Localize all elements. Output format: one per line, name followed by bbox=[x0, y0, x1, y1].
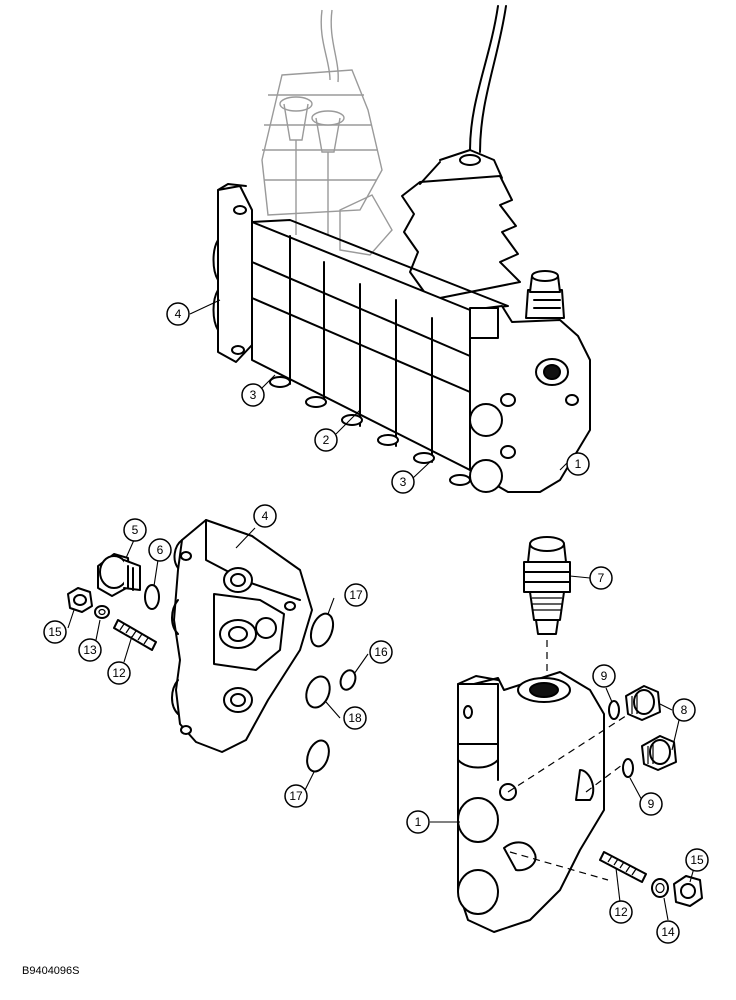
svg-text:9: 9 bbox=[648, 797, 655, 811]
svg-text:2: 2 bbox=[323, 433, 330, 447]
o-ring bbox=[309, 612, 335, 648]
svg-text:3: 3 bbox=[250, 388, 257, 402]
callout-13: 13 bbox=[78, 638, 102, 662]
callout-1-top: 1 bbox=[566, 452, 590, 476]
o-ring bbox=[608, 700, 620, 720]
o-ring bbox=[339, 669, 357, 691]
callout-9-bottom: 9 bbox=[639, 792, 663, 816]
callout-12-right: 12 bbox=[609, 900, 633, 924]
hex-nut bbox=[67, 587, 93, 613]
callout-8: 8 bbox=[672, 698, 696, 722]
callout-16: 16 bbox=[369, 640, 393, 664]
svg-text:15: 15 bbox=[48, 625, 62, 639]
callout-15-right: 15 bbox=[685, 848, 709, 872]
svg-text:14: 14 bbox=[661, 925, 675, 939]
svg-text:12: 12 bbox=[614, 905, 628, 919]
lock-washer bbox=[94, 605, 110, 619]
svg-text:13: 13 bbox=[83, 643, 97, 657]
plug bbox=[625, 685, 661, 721]
svg-text:6: 6 bbox=[157, 543, 164, 557]
callout-4-plate: 4 bbox=[253, 504, 277, 528]
hex-nut bbox=[673, 875, 703, 907]
svg-text:12: 12 bbox=[112, 666, 126, 680]
svg-text:18: 18 bbox=[348, 711, 362, 725]
figure-code: B9404096S bbox=[22, 965, 80, 977]
callout-3-bottom: 3 bbox=[391, 470, 415, 494]
svg-text:1: 1 bbox=[575, 457, 582, 471]
svg-text:1: 1 bbox=[415, 815, 422, 829]
svg-text:8: 8 bbox=[681, 703, 688, 717]
callout-15-left: 15 bbox=[43, 620, 67, 644]
callout-17-bottom: 17 bbox=[284, 784, 308, 808]
o-ring bbox=[305, 675, 331, 709]
callout-12-left: 12 bbox=[107, 661, 131, 685]
callout-3-left: 3 bbox=[241, 383, 265, 407]
svg-text:17: 17 bbox=[289, 789, 303, 803]
callout-17-top: 17 bbox=[344, 583, 368, 607]
plug bbox=[97, 553, 141, 597]
o-ring bbox=[306, 739, 330, 773]
svg-text:7: 7 bbox=[598, 571, 605, 585]
callout-18: 18 bbox=[343, 706, 367, 730]
inlet-section bbox=[457, 671, 605, 933]
svg-text:16: 16 bbox=[374, 645, 388, 659]
svg-text:4: 4 bbox=[262, 509, 269, 523]
svg-text:17: 17 bbox=[349, 588, 363, 602]
stud bbox=[599, 851, 647, 883]
callout-5: 5 bbox=[123, 518, 147, 542]
callout-1-bottom: 1 bbox=[406, 810, 430, 834]
control-valve-assembly bbox=[212, 5, 591, 493]
o-ring bbox=[622, 758, 634, 778]
svg-text:5: 5 bbox=[132, 523, 139, 537]
svg-text:9: 9 bbox=[601, 669, 608, 683]
callout-4-top: 4 bbox=[166, 302, 190, 326]
plug bbox=[641, 735, 677, 771]
svg-text:15: 15 bbox=[690, 853, 704, 867]
relief-valve-cartridge bbox=[523, 536, 571, 635]
callout-2: 2 bbox=[314, 428, 338, 452]
callout-9-top: 9 bbox=[592, 664, 616, 688]
leader-lines bbox=[67, 299, 695, 921]
lock-washer bbox=[651, 878, 669, 898]
callout-14: 14 bbox=[656, 920, 680, 944]
callout-6: 6 bbox=[148, 538, 172, 562]
o-ring bbox=[144, 584, 160, 610]
svg-text:4: 4 bbox=[175, 307, 182, 321]
svg-text:3: 3 bbox=[400, 475, 407, 489]
callout-7: 7 bbox=[589, 566, 613, 590]
stud bbox=[113, 619, 157, 651]
end-plate bbox=[171, 519, 313, 753]
